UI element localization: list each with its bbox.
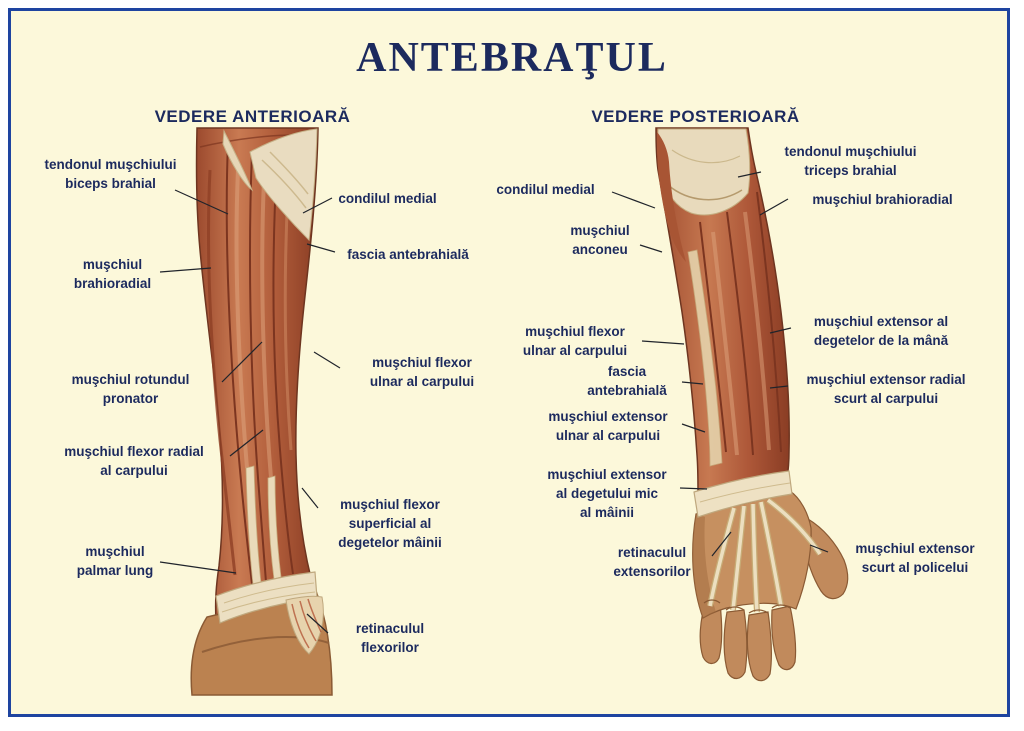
pronator-teres-label: muşchiul rotundul pronator: [71, 372, 190, 406]
flexor-carpi-radialis-label: muşchiul flexor radial al carpului: [64, 444, 204, 478]
flexor-retinaculum-label: retinaculul flexorilor: [355, 621, 425, 655]
biceps-tendon-label: tendonul muşchiului biceps brahial: [44, 157, 177, 191]
flexor-digitorum-superficialis-label: muşchiul flexor superficial al degetelor…: [338, 497, 442, 550]
leader-line: [174, 189, 229, 215]
leader-line: [306, 243, 336, 253]
leader-line: [159, 561, 237, 574]
brachioradialis-label: muşchiul brahioradial: [73, 257, 152, 291]
extensor-digiti-minimi-label: muşchiul extensor al degetului mic al mâ…: [547, 467, 667, 520]
anterior-view-heading: VEDERE ANTERIOARĂ: [154, 107, 351, 126]
leader-line: [737, 171, 762, 178]
leader-line: [229, 429, 264, 457]
antebrachial-fascia-posterior-label: fascia antebrahială: [587, 364, 667, 398]
posterior-view-heading: VEDERE POSTERIOARĂ: [591, 107, 800, 126]
anconeus-label: muşchiul anconeu: [570, 223, 630, 257]
leader-line: [313, 351, 341, 369]
leader-line: [611, 191, 656, 209]
flexor-carpi-ulnaris-posterior-label: muşchiul flexor ulnar al carpului: [522, 324, 628, 358]
leader-line: [221, 341, 263, 383]
leader-line: [711, 531, 732, 557]
flexor-carpi-ulnaris-label: muşchiul flexor ulnar al carpului: [369, 355, 475, 389]
leader-line: [641, 340, 685, 345]
leader-line: [679, 487, 708, 490]
leader-line: [769, 385, 789, 389]
anterior-arm-illustration: [190, 127, 333, 696]
leader-line: [639, 244, 663, 253]
poster-board: [8, 8, 1010, 717]
medial-condyle-posterior-label: condilul medial: [496, 182, 595, 197]
palmaris-longus-label: muşchiul palmar lung: [76, 544, 154, 578]
leader-line: [809, 544, 829, 553]
leader-line: [306, 613, 329, 634]
triceps-tendon-label: tendonul muşchiului triceps brahial: [784, 144, 917, 178]
leader-line: [681, 381, 704, 385]
page-title: ANTEBRAŢUL: [356, 35, 668, 81]
extensor-digitorum-label: muşchiul extensor al degetelor de la mân…: [813, 314, 949, 348]
extensor-carpi-radialis-brevis-label: muşchiul extensor radial scurt al carpul…: [806, 372, 966, 406]
medial-condyle-label: condilul medial: [338, 191, 437, 206]
leader-line: [301, 487, 319, 509]
brachioradialis-posterior-label: muşchiul brahioradial: [812, 192, 953, 207]
extensor-carpi-ulnaris-label: muşchiul extensor ulnar al carpului: [548, 409, 668, 443]
leader-line: [769, 327, 792, 334]
leader-line: [759, 198, 789, 216]
leader-line: [159, 267, 212, 273]
extensor-pollicis-brevis-label: muşchiul extensor scurt al policelui: [855, 541, 975, 575]
antebrachial-fascia-label: fascia antebrahială: [347, 247, 469, 262]
extensor-retinaculum-label: retinaculul extensorilor: [613, 545, 691, 579]
posterior-arm-illustration: [655, 127, 849, 682]
leader-line: [302, 197, 333, 214]
leader-lines: [159, 171, 829, 634]
leader-line: [681, 423, 706, 433]
